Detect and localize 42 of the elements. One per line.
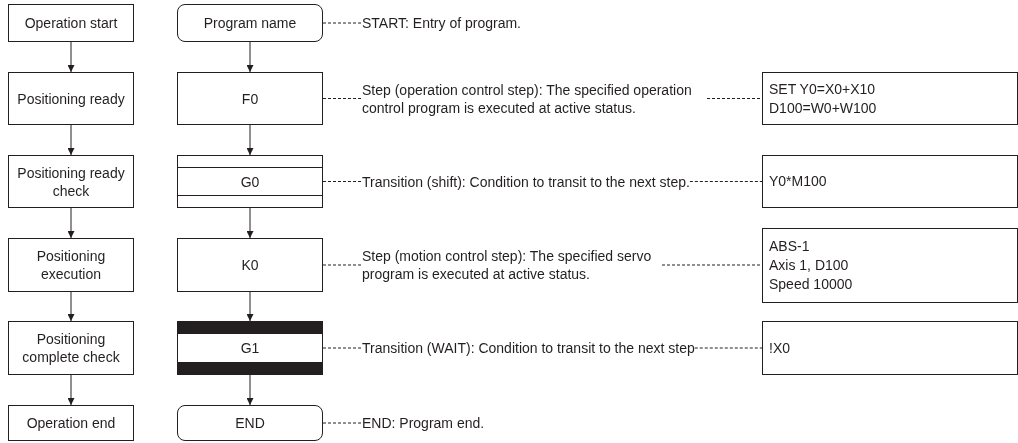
terminal-box: Program name [177, 4, 323, 42]
terminal-box: END [177, 405, 323, 441]
description-text: Step (motion control step): The specified servo program is executed at active status. [362, 247, 662, 283]
dashed-leader-line [322, 98, 363, 99]
process-box: Positioning execution [8, 238, 134, 292]
code-box: ABS-1 Axis 1, D100 Speed 10000 [762, 228, 1018, 303]
description-text: END: Program end. [362, 414, 485, 432]
arrow [67, 41, 75, 73]
process-box: Positioning ready check [8, 155, 134, 208]
transition-box: G1 [177, 321, 323, 375]
dashed-leader-line [661, 264, 763, 266]
dashed-leader-line [322, 181, 363, 182]
process-box: Operation start [8, 4, 134, 42]
code-box: Y0*M100 [762, 155, 1018, 208]
arrow [246, 207, 254, 239]
arrow [246, 124, 254, 156]
description-text: Transition (shift): Condition to transit to the next step. [362, 172, 690, 191]
arrow [246, 374, 254, 406]
arrow [67, 124, 75, 156]
code-box: !X0 [762, 321, 1018, 375]
arrow [246, 41, 254, 73]
process-box: Positioning complete check [8, 321, 134, 375]
dashed-leader-line [706, 98, 763, 99]
transition-box: G0 [177, 155, 323, 208]
dashed-leader-line [322, 264, 363, 266]
process-box: Operation end [8, 405, 134, 441]
dashed-leader-line [322, 347, 363, 349]
description-text: START: Entry of program. [362, 14, 521, 32]
dashed-leader-line [694, 347, 763, 349]
description-text: Transition (WAIT): Condition to transit to the next step [362, 339, 695, 357]
step-box: K0 [177, 238, 323, 292]
process-box: Positioning ready [8, 72, 134, 125]
arrow [67, 374, 75, 406]
step-box: F0 [177, 72, 323, 125]
dashed-leader-line [322, 422, 363, 424]
dashed-leader-line [322, 22, 363, 24]
arrow [67, 291, 75, 322]
arrow [246, 291, 254, 322]
description-text: Step (operation control step): The specified operation control program is executed at active status. [362, 80, 707, 117]
arrow [67, 207, 75, 239]
code-box: SET Y0=X0+X10 D100=W0+W100 [762, 72, 1018, 125]
dashed-leader-line [689, 181, 763, 182]
